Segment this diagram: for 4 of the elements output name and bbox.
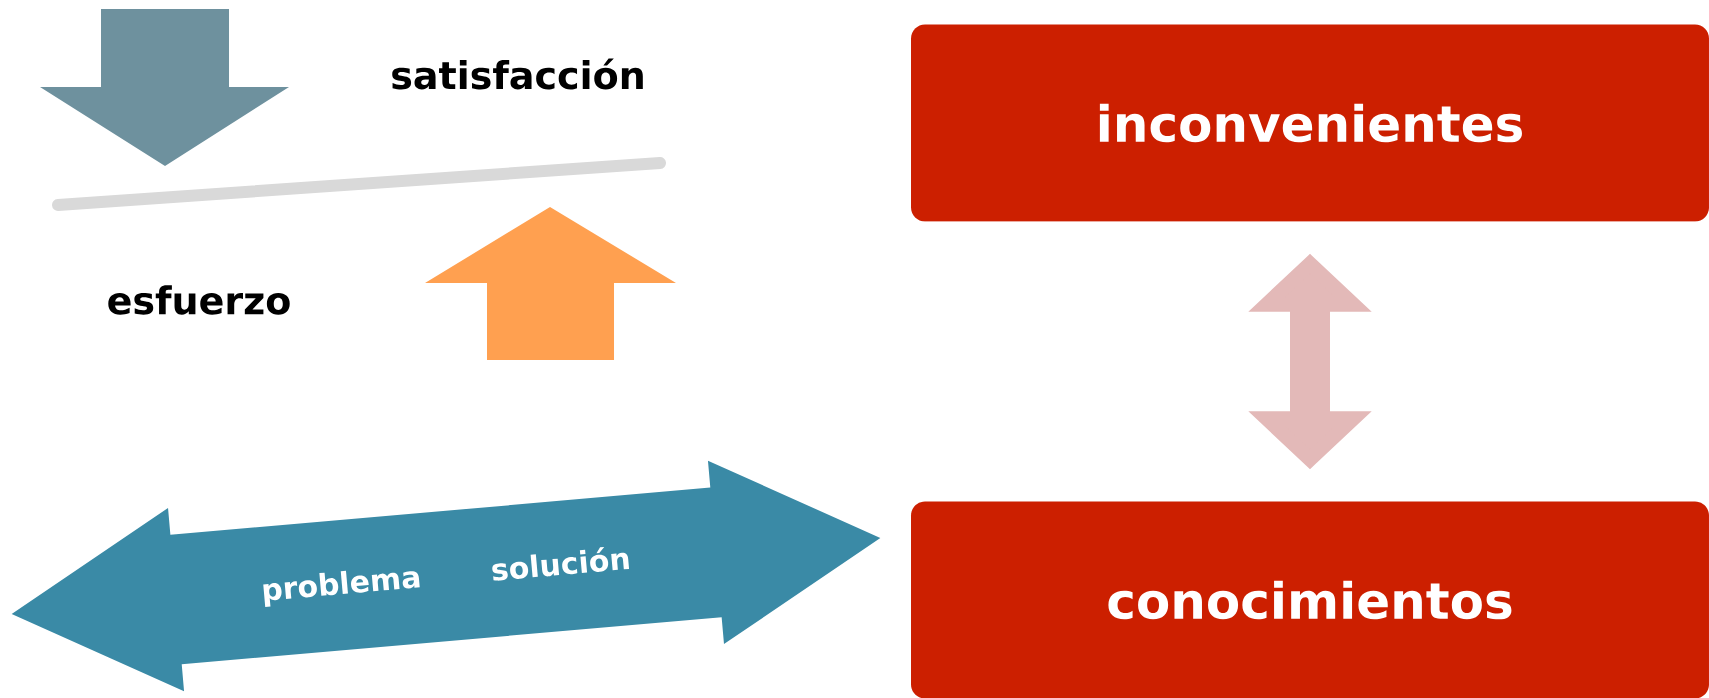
label-text: esfuerzo bbox=[108, 285, 290, 315]
text-box: conocimientos bbox=[911, 501, 1709, 698]
text-box: inconvenientes bbox=[911, 24, 1709, 222]
label-text: satisfacción bbox=[392, 58, 643, 90]
